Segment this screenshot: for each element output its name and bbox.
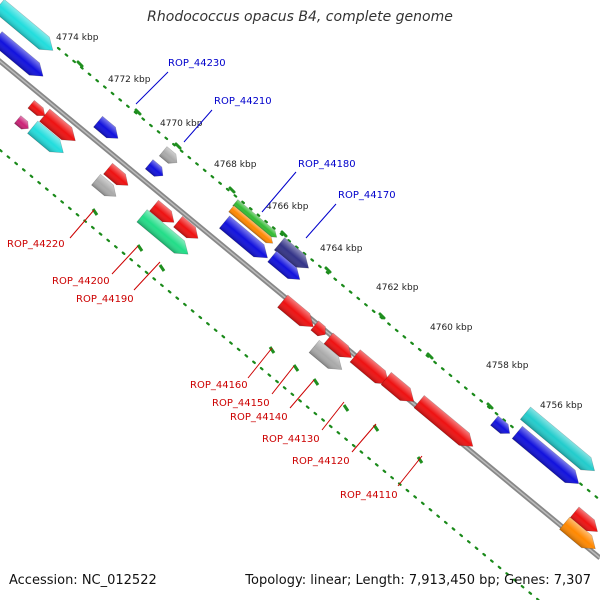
gene-arrow-orange [228,205,274,244]
gene-arrow-gray [91,173,117,197]
ruler-tick-mark [136,244,144,252]
gene-label: ROP_44120 [292,456,350,467]
ruler-tick-label: 4768 kbp [214,160,257,170]
gene-arrow-blue [218,215,268,259]
map-title: Rhodococcus opacus B4, complete genome [147,9,453,25]
genome-summary-text: Topology: linear; Length: 7,913,450 bp; … [245,573,591,588]
gene-arrow-red [277,294,314,328]
gene-label: ROP_44130 [262,434,320,445]
gene-arrow-red [149,199,175,223]
lower-ruler-line [0,148,545,604]
gene-arrow-pink [13,115,29,130]
ruler-tick-mark [174,142,182,150]
gene-label-leader [397,455,423,487]
ruler-tick-label: 4770 kbp [160,119,203,129]
gene-label: ROP_44190 [76,294,134,305]
gene-label-leader [271,365,295,395]
gene-arrow-blue [93,115,119,139]
ruler-tick-mark [228,186,236,194]
ruler-tick-label: 4756 kbp [540,401,583,411]
ruler-tick-label: 4760 kbp [430,323,473,333]
gene-label-leader [133,261,161,291]
gene-label-leader [69,209,95,239]
gene-arrow-gray [158,146,178,164]
gene-label-leader [305,203,337,239]
ruler-tick-mark [134,108,142,116]
gene-arrow-red [323,332,352,358]
gene-label-leader [247,347,273,379]
gene-label: ROP_44180 [298,159,356,170]
ruler-tick-mark [268,346,276,354]
ruler-tick-mark [324,266,332,274]
gene-arrow-red [27,99,46,117]
gene-arrow-red [103,162,129,186]
gene-arrow-navy [273,237,309,269]
ruler-tick-mark [158,264,166,272]
gene-arrow-blue [511,425,580,484]
gene-arrow-red [380,371,415,402]
ruler-tick-mark [342,404,350,412]
gene-arrow-cyan [27,120,64,154]
gene-label: ROP_44210 [214,96,272,107]
ruler-tick-mark [426,352,434,360]
labels-layer: ROP_44230ROP_44210ROP_44180ROP_44170ROP_… [7,58,423,501]
gene-arrow-green [136,209,189,255]
gene-label-leader [183,109,213,143]
gene-label-leader [261,171,297,213]
ruler-tick-label: 4772 kbp [108,75,151,85]
ruler-tick-mark [76,60,84,68]
ruler-tick-label: 4762 kbp [376,283,419,293]
gene-arrow-blue [267,250,301,280]
gene-label: ROP_44110 [340,490,398,501]
gene-label: ROP_44220 [7,239,65,250]
gene-label: ROP_44140 [230,412,288,423]
ruler-tick-mark [292,364,300,372]
gene-arrow-red [310,320,326,337]
ruler-layer: 4774 kbp 4772 kbp 4770 kbp 4768 kbp 4766 kbp… [0,33,600,604]
accession-text: Accession: NC_012522 [9,573,157,588]
gene-label: ROP_44150 [212,398,270,409]
gene-arrow-blue [0,31,44,77]
gene-arrow-blue [490,415,511,434]
genes-layer [0,0,598,550]
gene-label-leader [111,245,139,275]
gene-label-leader [351,423,377,453]
ruler-tick-mark [312,378,320,386]
ruler-tick-label: 4758 kbp [486,361,529,371]
gene-arrow-red [569,506,598,532]
gene-arrow-cyan [519,406,595,472]
gene-label-leader [289,379,315,409]
gene-arrow-red [413,395,474,447]
ruler-tick-label: 4774 kbp [56,33,99,43]
gene-arrow-blue [144,159,164,177]
gene-arrow-orange [559,516,596,550]
upper-ruler-line [56,46,600,502]
gene-label-leader [135,71,169,105]
gene-label: ROP_44230 [168,58,226,69]
ruler-tick-label: 4766 kbp [266,202,309,212]
gene-arrow-red [173,215,199,239]
gene-arrow-cyan [0,0,54,51]
ruler-tick-mark [378,312,386,320]
gene-label: ROP_44170 [338,190,396,201]
ruler-tick-mark [416,456,424,464]
gene-arrow-red [39,108,76,142]
gene-arrow-green [232,199,278,238]
gene-label: ROP_44160 [190,380,248,391]
gene-arrow-gray [308,339,343,370]
gene-label: ROP_44200 [52,276,110,287]
ruler-tick-mark [280,230,288,238]
ruler-tick-mark [486,402,494,410]
ruler-tick-label: 4764 kbp [320,244,363,254]
gene-label-leader [321,401,345,431]
